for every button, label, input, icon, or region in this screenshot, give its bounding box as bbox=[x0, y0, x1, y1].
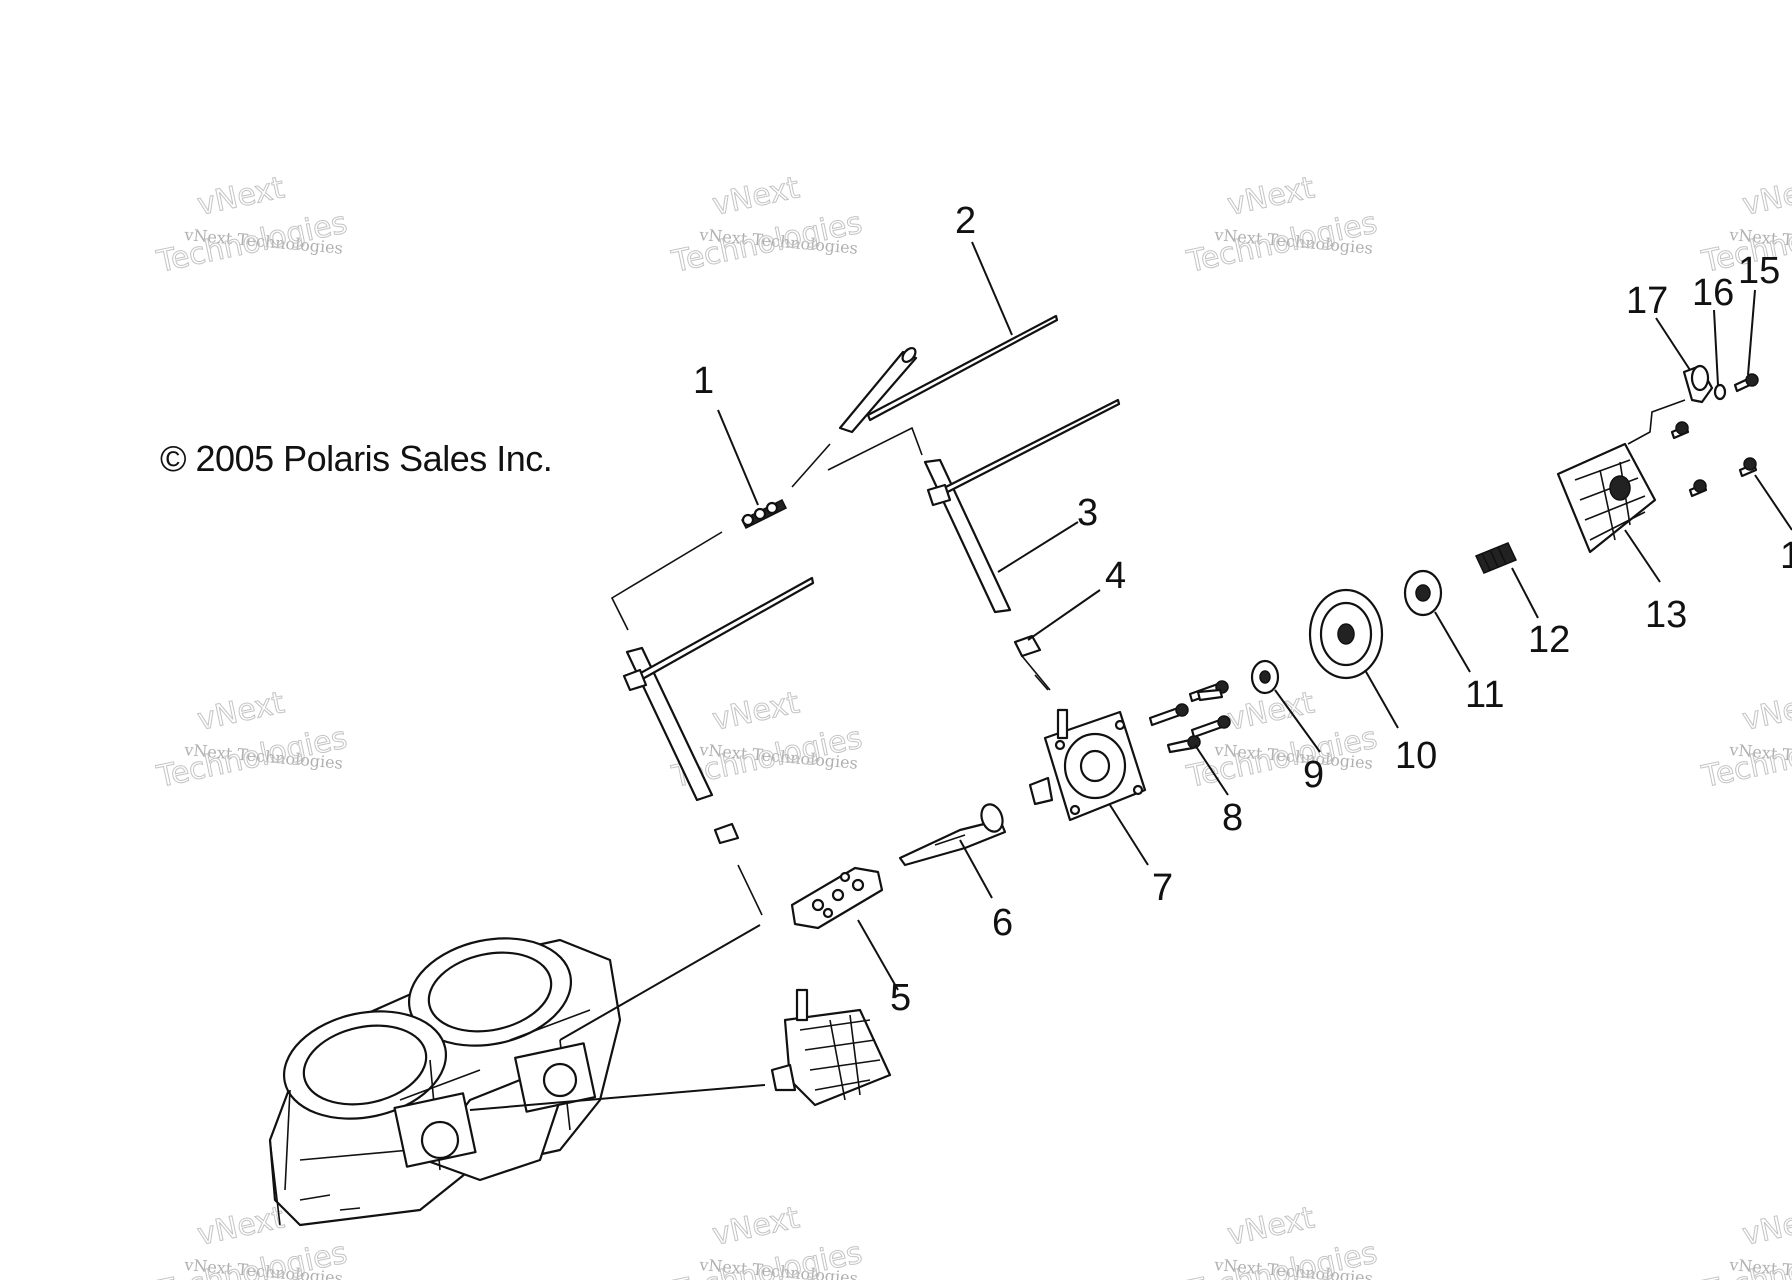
leader-17 bbox=[1655, 317, 1691, 371]
callout-9: 9 bbox=[1303, 754, 1324, 796]
leader-7 bbox=[1109, 804, 1149, 866]
leader-10 bbox=[1364, 669, 1399, 729]
part-1-fitting bbox=[740, 498, 788, 530]
leader-5 bbox=[857, 919, 899, 991]
watermark-word: Technologies bbox=[153, 206, 350, 281]
callout-2: 2 bbox=[955, 200, 976, 242]
leader-11 bbox=[1434, 611, 1471, 673]
watermark-word: Technologies bbox=[668, 206, 865, 281]
callout-16: 16 bbox=[1692, 272, 1734, 314]
watermark-word: Technologies bbox=[1183, 206, 1380, 281]
watermark-word: vNext bbox=[1739, 685, 1792, 738]
part-8-screws bbox=[1148, 680, 1231, 754]
part-5-gasket bbox=[790, 866, 884, 930]
callout-15: 15 bbox=[1738, 250, 1780, 292]
watermark-word: Technologies bbox=[668, 1236, 865, 1280]
copyright-notice: © 2005 Polaris Sales Inc. bbox=[160, 438, 553, 479]
part-6-valve bbox=[898, 803, 1007, 867]
assembly-line bbox=[469, 1084, 766, 1111]
part-3-impulse-hose bbox=[923, 398, 1121, 614]
watermark-word: vNext bbox=[194, 170, 287, 223]
leader-8 bbox=[1194, 744, 1229, 796]
callout-6: 6 bbox=[992, 902, 1013, 944]
callout-labels: 1 2 3 4 5 6 7 8 9 10 11 12 13 15 16 17 1 bbox=[693, 200, 1792, 1019]
part-17-elbow bbox=[1682, 364, 1714, 404]
assembly-line bbox=[559, 924, 761, 1041]
vent-hose-left bbox=[622, 576, 815, 802]
watermark-word: vNext bbox=[194, 685, 287, 738]
hose-routing-line bbox=[827, 426, 923, 471]
part-9-washer bbox=[1250, 659, 1280, 695]
cylinder-block bbox=[268, 937, 622, 1227]
lower-clamp bbox=[713, 822, 763, 916]
fuel-pump-housing-lower bbox=[770, 988, 892, 1107]
assembly-line bbox=[1034, 674, 1049, 691]
part-4-clamp bbox=[1013, 634, 1051, 691]
callout-11: 11 bbox=[1465, 674, 1504, 716]
watermark-word: vNext bbox=[1224, 170, 1317, 223]
watermark-word: vNext bbox=[709, 170, 802, 223]
part-15-bolt bbox=[1733, 373, 1759, 393]
part-12-spring bbox=[1474, 542, 1518, 574]
callout-1: 1 bbox=[693, 360, 714, 402]
part-7-pump-body bbox=[1028, 708, 1147, 822]
callout-8: 8 bbox=[1222, 797, 1243, 839]
part-16-washer bbox=[1713, 383, 1727, 401]
watermark-word: Technologies bbox=[1183, 721, 1380, 796]
hose-routing-line bbox=[610, 531, 723, 631]
watermark-word: vNext bbox=[1739, 1200, 1792, 1253]
callout-13: 13 bbox=[1645, 594, 1687, 636]
callout-5: 5 bbox=[890, 977, 911, 1019]
leader-15 bbox=[1747, 289, 1756, 376]
leader-14-partial bbox=[1754, 474, 1792, 531]
callout-14-partial: 1 bbox=[1780, 535, 1792, 577]
cover-screws bbox=[1670, 421, 1758, 498]
callout-4: 4 bbox=[1105, 555, 1126, 597]
leader-6 bbox=[959, 839, 993, 899]
part-13-pump-cover bbox=[1556, 442, 1657, 554]
watermark-word: Technologies bbox=[1183, 1236, 1380, 1280]
leader-2 bbox=[971, 241, 1013, 336]
part-11-disc bbox=[1403, 569, 1443, 617]
callout-10: 10 bbox=[1395, 735, 1437, 777]
leader-16 bbox=[1713, 309, 1719, 386]
watermark-word: vNext bbox=[709, 1200, 802, 1253]
watermark-word: vNext bbox=[194, 1200, 287, 1253]
fitting-line bbox=[1627, 399, 1686, 445]
leader-13 bbox=[1624, 529, 1661, 583]
callout-17: 17 bbox=[1626, 280, 1668, 322]
part-10-diaphragm bbox=[1308, 588, 1384, 680]
leader-9 bbox=[1274, 689, 1321, 753]
leader-4 bbox=[1027, 589, 1101, 641]
callout-12: 12 bbox=[1528, 619, 1570, 661]
watermark-word: Technologies bbox=[153, 1236, 350, 1280]
part-2-fuel-line bbox=[791, 314, 1059, 488]
leader-1 bbox=[717, 409, 759, 506]
leader-3 bbox=[997, 521, 1079, 573]
watermark-word: vNext bbox=[1224, 1200, 1317, 1253]
leader-12 bbox=[1511, 567, 1539, 619]
watermark-word: vNext bbox=[709, 685, 802, 738]
callout-3: 3 bbox=[1077, 492, 1098, 534]
callout-7: 7 bbox=[1152, 867, 1173, 909]
watermark-word: vNext bbox=[1739, 170, 1792, 223]
watermark-word: Technologies bbox=[153, 721, 350, 796]
